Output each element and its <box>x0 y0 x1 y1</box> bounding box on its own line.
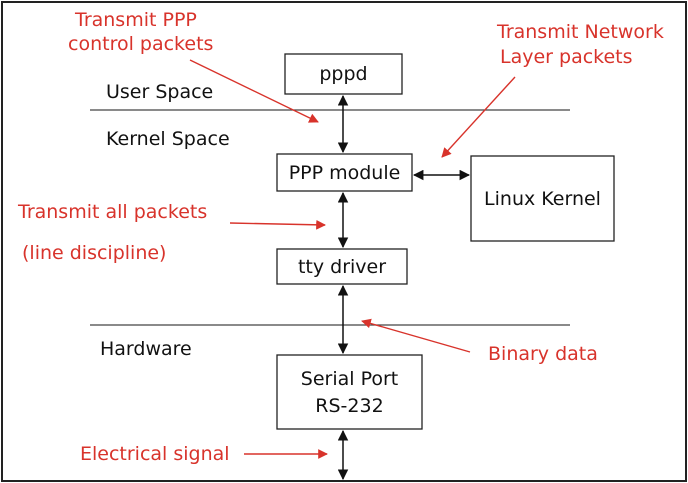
user-space-label: User Space <box>106 81 214 103</box>
transmit-all-label: Transmit all packets <box>18 201 208 223</box>
line-discipline-label: (line discipline) <box>22 242 167 264</box>
hardware-label: Hardware <box>100 338 192 360</box>
pppd-label: pppd <box>319 63 368 85</box>
serial-port-box <box>276 354 423 430</box>
tty-driver-label: tty driver <box>297 256 387 278</box>
ppp-module-box <box>276 153 413 192</box>
transmit-network-label-line2: Layer packets <box>500 46 633 68</box>
transmit-ppp-label-line1: Transmit PPP <box>75 9 197 31</box>
transmit-network-pointer <box>441 76 516 158</box>
binary-data-pointer <box>361 318 471 353</box>
linux-kernel-box <box>470 155 615 242</box>
kernel-space-label: Kernel Space <box>106 128 230 150</box>
transmit-network-label-line1: Transmit Network <box>497 21 664 43</box>
transmit-ppp-label-line2: control packets <box>68 33 214 55</box>
rs232-label: RS-232 <box>315 395 384 417</box>
transmit-ppp-pointer <box>189 59 319 123</box>
tty-driver-box <box>276 248 408 285</box>
binary-data-label: Binary data <box>488 343 598 365</box>
transmit-all-pointer <box>229 219 326 230</box>
serial-port-label: Serial Port <box>300 368 399 390</box>
electrical-signal-label: Electrical signal <box>80 443 230 465</box>
linux-kernel-label: Linux Kernel <box>484 188 601 210</box>
ppp-module-label: PPP module <box>288 162 401 184</box>
pppd-box <box>284 53 403 95</box>
